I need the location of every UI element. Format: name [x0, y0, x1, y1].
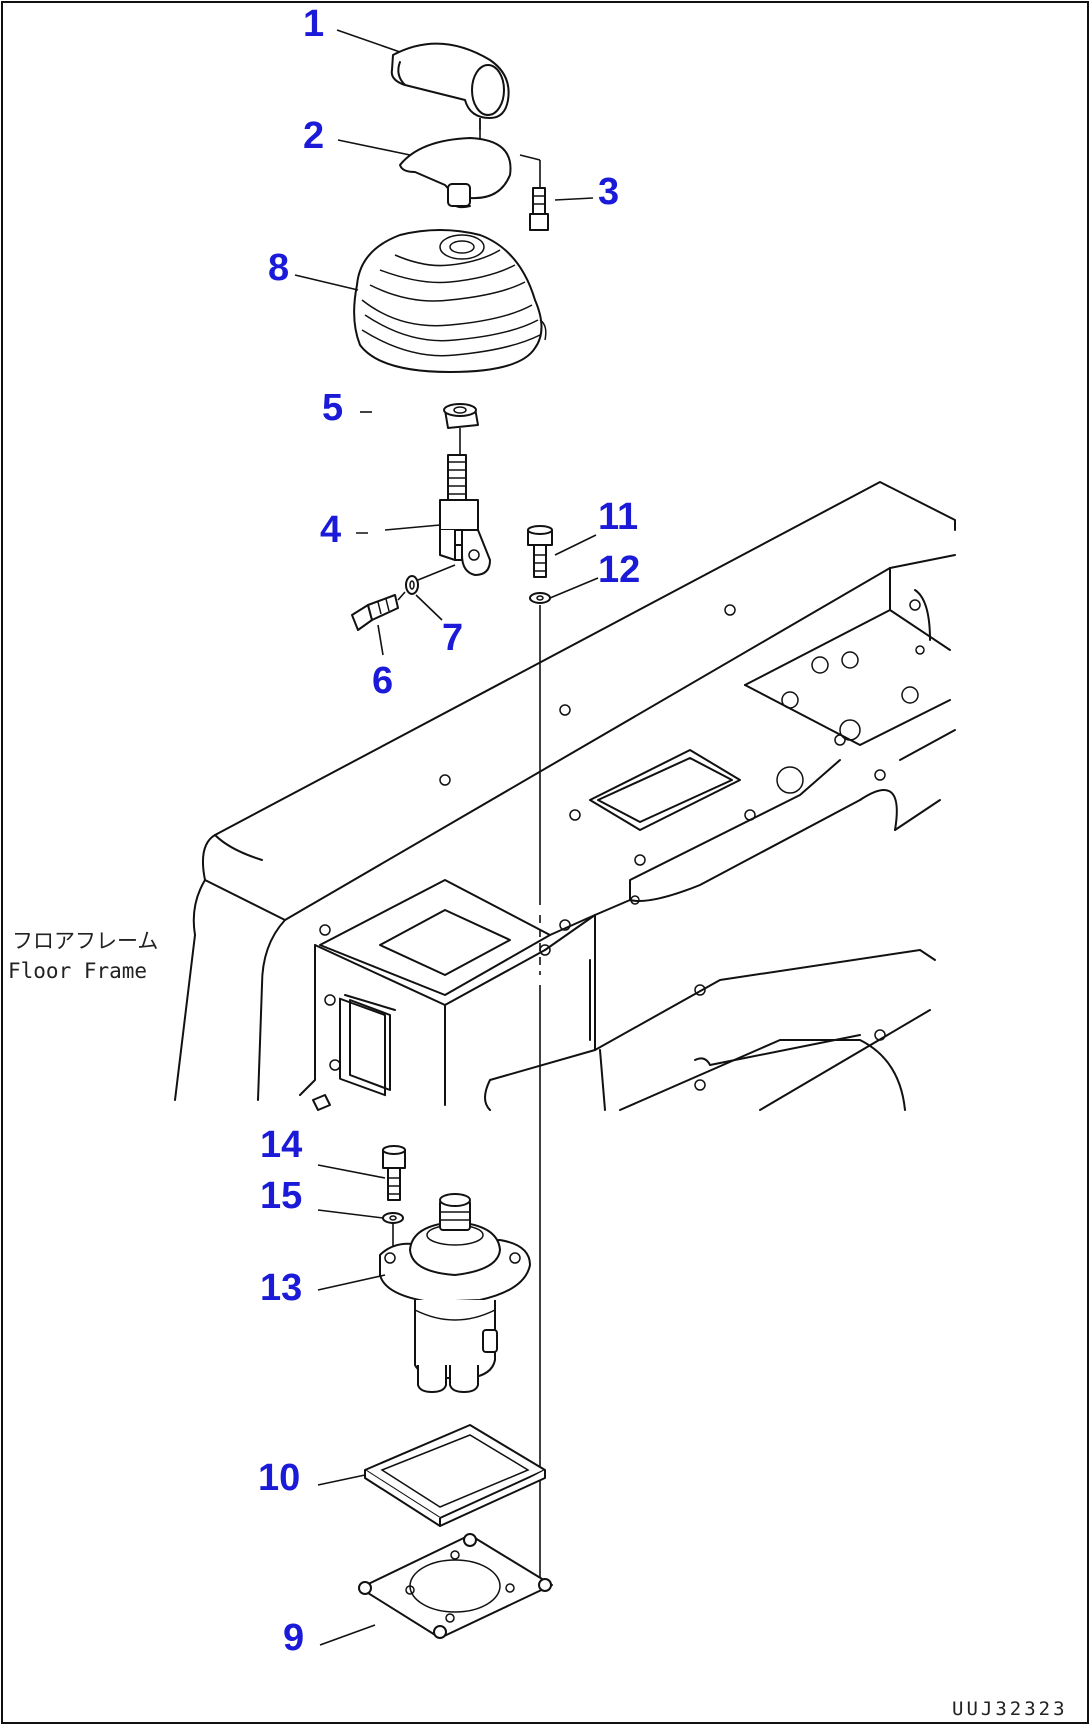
drawing-code: UUJ32323 — [952, 1698, 1068, 1720]
callout-4: 4 — [320, 509, 341, 551]
floor-frame-label-jp: フロアフレーム — [12, 929, 158, 953]
part-12-washer — [529, 592, 551, 604]
callout-6: 6 — [372, 660, 393, 702]
part-7-washer — [405, 575, 419, 595]
part-1-grip — [390, 42, 510, 119]
part-8-boot — [353, 229, 547, 373]
callout-3: 3 — [598, 171, 619, 213]
callout-15: 15 — [260, 1175, 302, 1217]
callout-7: 7 — [442, 617, 463, 659]
part-13-valve — [379, 1193, 531, 1393]
callout-1: 1 — [303, 3, 324, 45]
callout-11: 11 — [598, 496, 638, 538]
callout-numbers: 1 2 3 8 5 4 11 12 7 6 14 15 13 10 9 — [258, 3, 640, 1659]
part-3-bolt — [529, 187, 549, 231]
callout-9: 9 — [283, 1617, 304, 1659]
part-6-bolt — [351, 594, 399, 631]
part-11-bolt — [527, 525, 553, 578]
part-14-bolt — [382, 1145, 406, 1201]
part-10-gasket — [364, 1424, 546, 1527]
callout-13: 13 — [260, 1267, 302, 1309]
callout-2: 2 — [303, 115, 324, 157]
floor-frame-label-en: Floor Frame — [8, 959, 147, 983]
part-2-bracket — [399, 137, 512, 209]
callout-5: 5 — [322, 387, 343, 429]
callout-10: 10 — [258, 1457, 300, 1499]
floor-frame — [174, 481, 956, 1111]
part-4-lever — [439, 454, 491, 576]
callout-8: 8 — [268, 247, 289, 289]
part-5-nut — [443, 403, 479, 429]
callout-14: 14 — [260, 1124, 302, 1166]
part-15-washer — [382, 1212, 404, 1224]
leader-lines — [294, 29, 599, 1646]
part-9-plate — [358, 1533, 553, 1639]
callout-12: 12 — [598, 549, 640, 591]
